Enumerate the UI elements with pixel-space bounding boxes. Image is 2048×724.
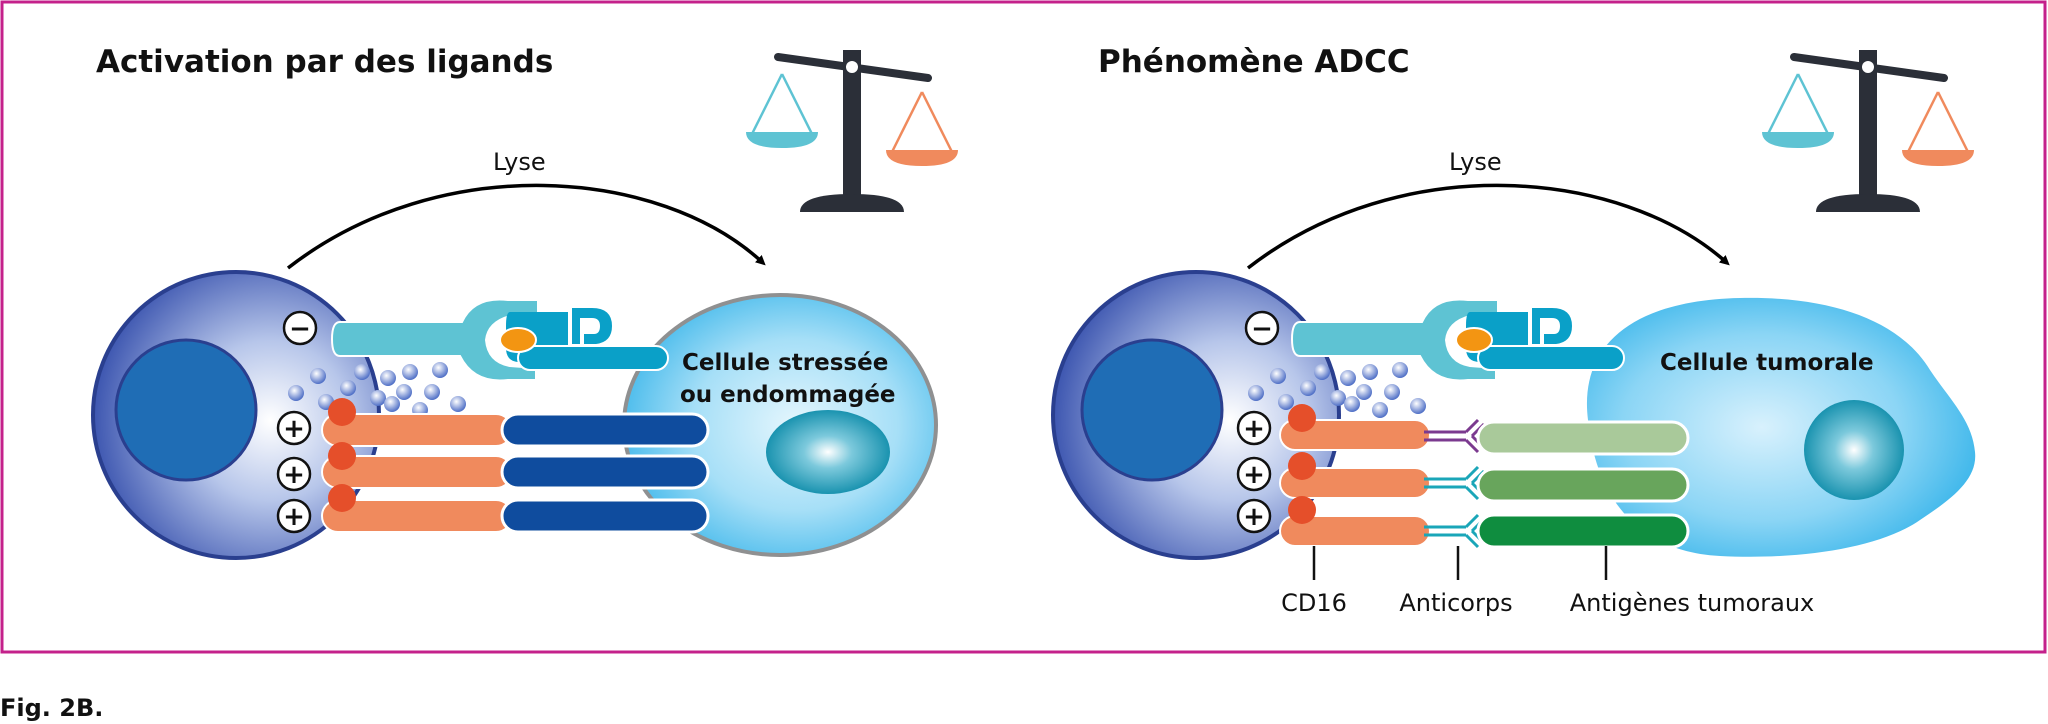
figure-frame: [0, 0, 2047, 654]
tumor-antigen-3: [1476, 513, 1690, 549]
activating-sign-2: +: [1236, 456, 1272, 492]
antibody-1: [1424, 418, 1486, 454]
antibody-3: [1424, 513, 1486, 549]
hla-ligand: [499, 308, 669, 371]
inhibitory-sign: −: [1244, 310, 1280, 346]
inhibitory-receptor: [330, 298, 539, 382]
activating-sign-2: +: [276, 456, 312, 492]
callout-label-antibody: Anticorps: [1399, 589, 1512, 617]
callout-label-cd16: CD16: [1281, 589, 1347, 617]
svg-text:−: −: [289, 314, 311, 344]
activating-sign-1: +: [276, 410, 312, 446]
activating-ligand-1: [500, 412, 710, 448]
right-panel-title: Phénomène ADCC: [1098, 44, 1410, 80]
activating-receptor-3: [321, 484, 513, 533]
lysis-label: Lyse: [1449, 148, 1502, 176]
right-panel: Phénomène ADCC Lyse Cellule tumorale: [1051, 44, 1976, 617]
activating-receptor-2: [321, 442, 513, 489]
cytotoxic-granules: [288, 362, 466, 418]
activating-receptor-1: [321, 398, 513, 447]
svg-text:+: +: [283, 502, 305, 532]
callout-label-antigens: Antigènes tumoraux: [1570, 589, 1815, 617]
lysis-label: Lyse: [493, 148, 546, 176]
hla-ligand: [1455, 308, 1625, 371]
tumor-antigen-2: [1476, 467, 1690, 503]
cytotoxic-granules: [1248, 362, 1426, 418]
cd16-receptor-3: [1279, 496, 1431, 547]
cd16-receptor-2: [1279, 452, 1431, 499]
figure-caption: Fig. 2B.: [0, 694, 103, 722]
svg-text:−: −: [1251, 314, 1273, 344]
svg-text:+: +: [283, 414, 305, 444]
stressed-cell-nucleus: [766, 410, 890, 494]
activating-sign-3: +: [276, 498, 312, 534]
activating-sign-3: +: [1236, 498, 1272, 534]
activating-sign-1: +: [1236, 410, 1272, 446]
stressed-cell-label-line2: ou endommagée: [680, 382, 896, 408]
nk-cell-nucleus: [114, 338, 258, 482]
tumor-antigen-1: [1476, 420, 1690, 456]
svg-text:+: +: [283, 460, 305, 490]
inhibitory-receptor: [1290, 298, 1499, 382]
svg-text:+: +: [1243, 502, 1265, 532]
activating-ligand-2: [500, 454, 710, 490]
balance-scale-icon: [746, 50, 958, 212]
left-panel-title: Activation par des ligands: [96, 44, 553, 80]
stressed-cell-label-line1: Cellule stressée: [682, 350, 888, 376]
activating-ligand-3: [500, 498, 710, 534]
lysis-arrow: [1246, 183, 1730, 270]
lysis-arrow: [286, 183, 766, 270]
nk-cell-nucleus: [1080, 338, 1224, 482]
antibody-2: [1424, 465, 1486, 501]
tumor-cell-label: Cellule tumorale: [1660, 350, 1874, 376]
inhibitory-sign: −: [282, 310, 318, 346]
svg-text:+: +: [1243, 414, 1265, 444]
svg-text:+: +: [1243, 460, 1265, 490]
tumor-cell-nucleus: [1804, 400, 1904, 500]
balance-scale-icon: [1762, 50, 1974, 212]
left-panel: Activation par des ligands Lyse Cellule …: [91, 44, 958, 560]
cd16-receptor-1: [1279, 404, 1431, 451]
